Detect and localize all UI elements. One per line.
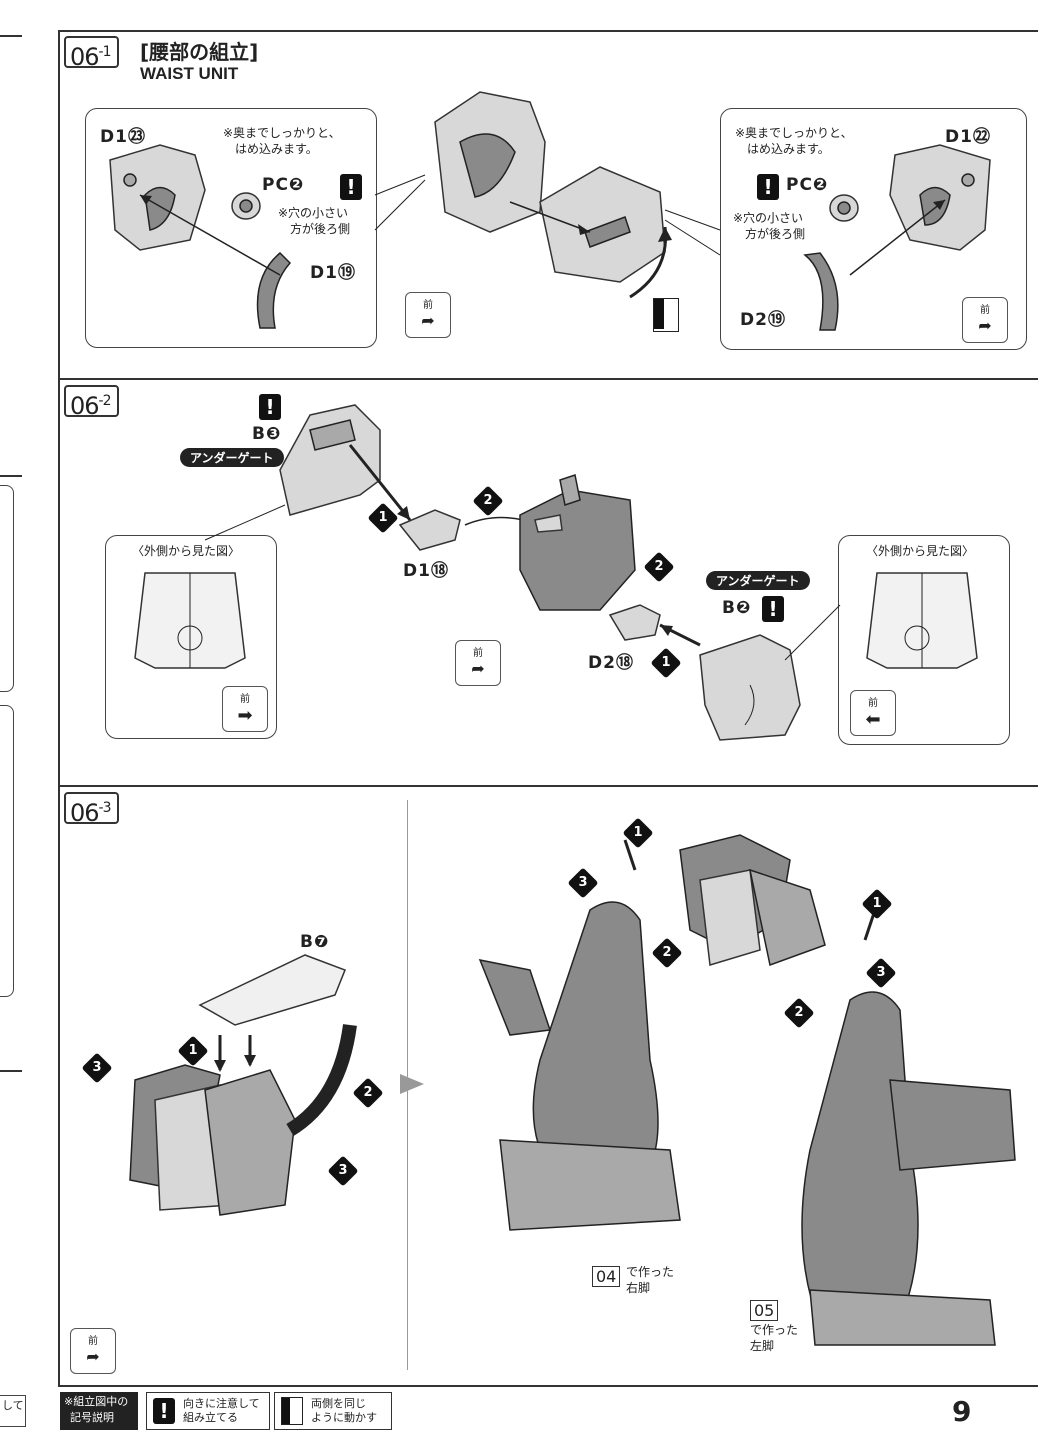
- callout-pointer-step2-left: [204, 504, 286, 541]
- divider-step3: [58, 785, 1038, 787]
- legend-item-orientation: ! 向きに注意して 組み立てる: [146, 1392, 270, 1430]
- part-label-b3: B❸: [252, 424, 282, 444]
- step-number-1: 1: [622, 817, 654, 849]
- step-number-3: 3: [81, 1052, 113, 1084]
- step-number-3: 3: [567, 867, 599, 899]
- caution-icon: !: [762, 596, 784, 622]
- front-indicator: 前 ➦: [962, 297, 1008, 343]
- legs-waist-assembly-drawing: [478, 834, 1016, 1346]
- caution-icon: !: [757, 174, 779, 200]
- part-label-pc2: PC❷: [262, 175, 305, 195]
- step-number-1: 1: [367, 502, 399, 534]
- part-d2-18-drawing: [608, 604, 661, 641]
- legend-both-sides-text: 両側を同じ ように動かす: [311, 1397, 377, 1424]
- step-number-1: 1: [861, 888, 893, 920]
- part-label-d1-23: D1㉓: [100, 127, 146, 147]
- waist-left-bracket-drawing: [109, 144, 206, 251]
- front-indicator: 前 ➦: [70, 1328, 116, 1374]
- ref-box-05: 05: [750, 1300, 779, 1321]
- waist-center-block-drawing: [464, 474, 636, 611]
- note-press-fully: ※奥までしっかりと、 はめ込みます。: [223, 126, 341, 156]
- front-indicator-right-arrow: 前 ➡: [222, 686, 268, 732]
- arm-piece-drawing: [256, 251, 292, 329]
- step-number-2: 2: [783, 997, 815, 1029]
- legend-title: ※組立図中の 記号説明: [60, 1392, 138, 1430]
- part-label-d2-19: D2⑲: [740, 310, 786, 330]
- polycap-drawing: [231, 192, 261, 220]
- under-gate-badge-right: アンダーゲート: [706, 571, 810, 590]
- ref-text-left-leg: で作った 左脚: [750, 1323, 799, 1353]
- left-vertical-rule: [58, 30, 60, 1385]
- step-number-1: 1: [177, 1035, 209, 1067]
- callout-pointer-right: [664, 209, 721, 256]
- armor-b3-drawing: [279, 404, 381, 516]
- front-indicator: 前 ➦: [405, 292, 451, 338]
- part-label-d1-22: D1㉒: [945, 127, 991, 147]
- move-both-sides-icon: [653, 298, 679, 332]
- top-rule-step1: [58, 30, 1038, 32]
- legend-item-both-sides: 両側を同じ ように動かす: [274, 1392, 392, 1430]
- armor-b2-drawing: [699, 634, 801, 741]
- ref-text-right-leg: で作った 右脚: [626, 1265, 675, 1295]
- callout-pointer-left: [374, 174, 426, 231]
- prev-page-box: [0, 1395, 26, 1427]
- bottom-rule: [58, 1385, 1038, 1387]
- prev-page-rule: [0, 475, 22, 477]
- step3-left-assembly-drawing: [129, 1035, 296, 1216]
- ref-box-04: 04: [592, 1266, 621, 1287]
- step-badge-06-1: 06-1: [64, 36, 119, 71]
- step-badge-06-2: 06-2: [64, 385, 119, 420]
- move-both-sides-icon: [281, 1397, 303, 1425]
- caution-icon: !: [259, 394, 281, 420]
- step-number-3: 3: [327, 1155, 359, 1187]
- prev-page-rule: [0, 1070, 22, 1072]
- right-assembly-arrow: [849, 199, 946, 276]
- callout-pointer-step2-right: [784, 604, 841, 661]
- polycap-drawing-right: [829, 194, 859, 222]
- part-label-b2: B❷: [722, 598, 752, 618]
- step2-left-arrow: [348, 444, 412, 521]
- divider-step2: [58, 378, 1038, 380]
- outside-view-title-right: 〈外側から見た図〉: [866, 544, 975, 558]
- prev-page-box: [0, 485, 14, 692]
- next-step-triangle: [400, 1074, 424, 1094]
- step-number-2: 2: [651, 937, 683, 969]
- outside-view-left-drawing: [134, 572, 246, 669]
- front-indicator: 前 ➦: [455, 640, 501, 686]
- part-label-d2-18: D2⑱: [588, 653, 634, 673]
- legend-orientation-text: 向きに注意して 組み立てる: [183, 1397, 260, 1424]
- part-label-d1-18: D1⑱: [403, 561, 449, 581]
- note-press-fully-right: ※奥までしっかりと、 はめ込みます。: [735, 126, 853, 156]
- front-indicator-left-arrow: 前 ⬅: [850, 690, 896, 736]
- step-number-3: 3: [865, 957, 897, 989]
- arm-piece-drawing-right: [803, 252, 839, 331]
- caution-icon: !: [153, 1398, 175, 1424]
- prev-page-text-fragment: して: [2, 1399, 24, 1412]
- outside-view-right-drawing: [866, 572, 978, 669]
- step-title-en: WAIST UNIT: [140, 64, 239, 83]
- step3-curved-arrow: [286, 1024, 357, 1137]
- step-badge-06-3: 06-3: [64, 792, 119, 827]
- left-assembly-arrow: [139, 194, 281, 276]
- outside-view-title-left: 〈外側から見た図〉: [132, 544, 241, 558]
- caution-icon: !: [340, 174, 362, 200]
- part-label-pc2-right: PC❷: [786, 175, 829, 195]
- note-small-hole-back-right: ※穴の小さい 方が後ろ側: [733, 211, 806, 241]
- part-label-b7: B❼: [300, 932, 330, 952]
- prev-page-rule: [0, 35, 22, 37]
- note-small-hole-back: ※穴の小さい 方が後ろ側: [278, 206, 351, 236]
- part-d1-18-drawing: [398, 509, 461, 551]
- step-number-2: 2: [352, 1077, 384, 1109]
- armor-b7-drawing: [198, 954, 346, 1026]
- step2-right-arrow: [659, 623, 701, 647]
- step-number-1: 1: [650, 647, 682, 679]
- step-title-jp: [腰部の組立]: [140, 40, 259, 64]
- step-number-2: 2: [643, 551, 675, 583]
- prev-page-box: [0, 705, 14, 997]
- under-gate-badge: アンダーゲート: [180, 448, 284, 467]
- page-number: 9: [952, 1395, 972, 1428]
- waist-center-assembly-drawing: [434, 91, 672, 299]
- part-label-d1-19: D1⑲: [310, 263, 356, 283]
